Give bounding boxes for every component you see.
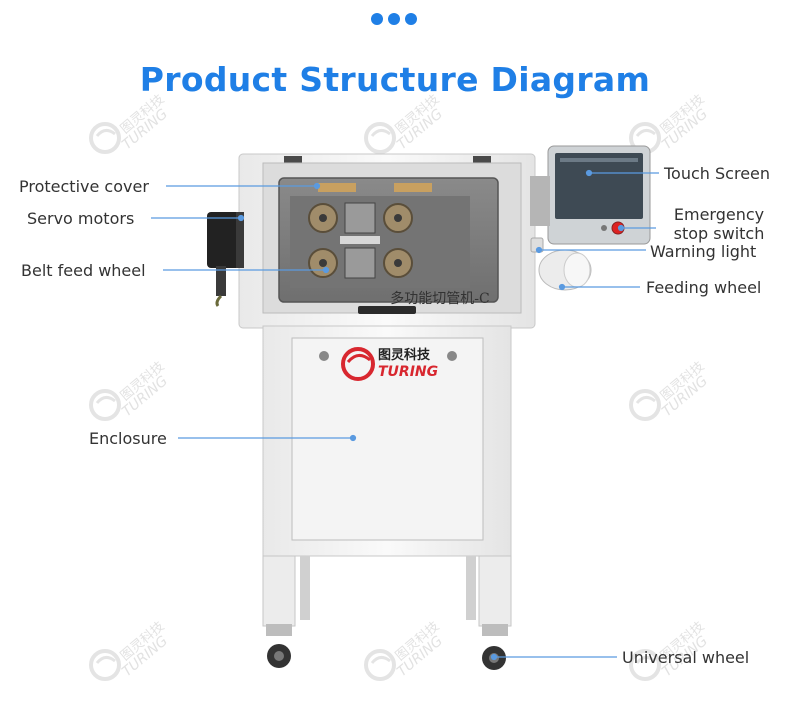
label-enclosure: Enclosure	[89, 429, 167, 448]
label-touch-screen: Touch Screen	[664, 164, 771, 183]
page-title: Product Structure Diagram	[139, 60, 651, 99]
machine-legs	[262, 555, 512, 627]
protective-cover	[278, 177, 499, 303]
dot-2	[388, 13, 400, 25]
dot-1	[371, 13, 383, 25]
label-protective-cover: Protective cover	[19, 177, 149, 196]
label-emergency-stop: Emergency stop switch	[660, 205, 778, 243]
turing-logo: 图灵科技 TURING	[341, 347, 438, 381]
label-warning-light: Warning light	[650, 242, 757, 261]
decorative-dots	[371, 13, 417, 25]
logo-text-cn: 图灵科技	[378, 347, 431, 363]
label-feeding-wheel: Feeding wheel	[646, 278, 762, 297]
label-belt-feed-wheel: Belt feed wheel	[21, 261, 146, 280]
leader-lines	[151, 169, 659, 661]
machine-panel-text: 多功能切管机-C	[390, 290, 489, 307]
label-servo-motors: Servo motors	[27, 209, 135, 228]
enclosure	[262, 325, 512, 557]
touch-screen	[530, 145, 651, 245]
label-universal-wheel: Universal wheel	[622, 648, 750, 667]
label-emergency-line1: Emergency	[673, 205, 765, 224]
dot-3	[405, 13, 417, 25]
servo-motor	[207, 212, 244, 307]
feeding-wheel	[538, 249, 592, 291]
belt-feed-wheel	[308, 202, 413, 279]
universal-wheel	[266, 624, 508, 670]
logo-text-en: TURING	[378, 364, 438, 380]
label-emergency-line2: stop switch	[673, 224, 765, 243]
machine-handle	[358, 306, 416, 314]
